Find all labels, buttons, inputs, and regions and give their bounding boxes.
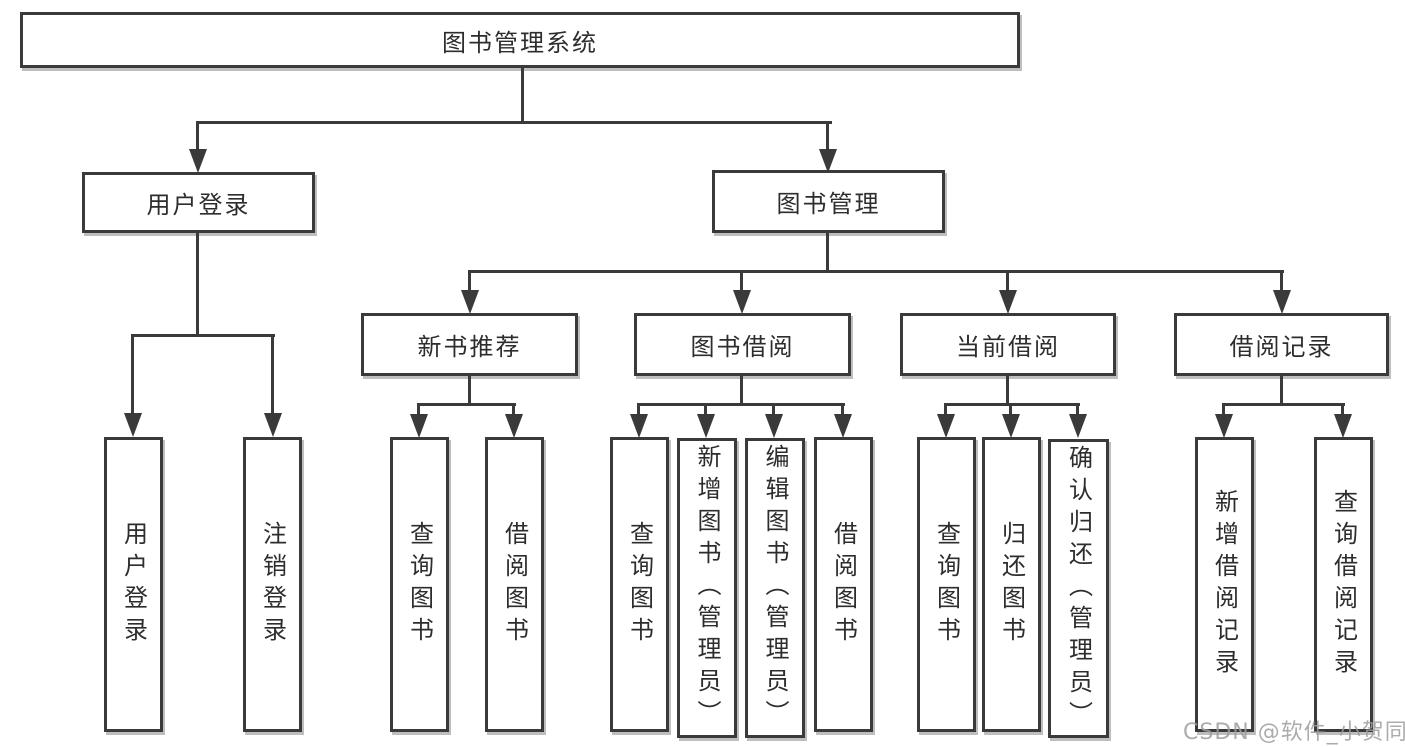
leaf-add-book-admin: 新增图书（管理员）: [677, 438, 737, 738]
connector-line: [740, 376, 743, 406]
node-book-borrow-label: 图书借阅: [690, 333, 795, 361]
node-borrow-records-label: 借阅记录: [1229, 333, 1334, 361]
leaf-return-books: 归还图书: [982, 437, 1041, 732]
leaf-current-query-books: 查询图书: [917, 437, 976, 732]
leaf-borrow-query-books-label: 查询图书: [625, 520, 654, 649]
arrow-down-icon: [1273, 290, 1291, 314]
connector-line: [512, 403, 515, 417]
leaf-recommend-query-books-label: 查询图书: [405, 520, 434, 649]
leaf-recommend-borrow-books-label: 借阅图书: [500, 520, 529, 649]
node-borrow-records: 借阅记录: [1174, 313, 1389, 376]
connector-line: [1280, 270, 1283, 292]
connector-line: [196, 233, 199, 337]
connector-line: [826, 121, 829, 151]
arrow-down-icon: [1069, 414, 1087, 438]
connector-line: [131, 334, 134, 415]
arrow-down-icon: [733, 290, 751, 314]
leaf-query-borrow-record: 查询借阅记录: [1314, 437, 1373, 732]
arrow-down-icon: [999, 290, 1017, 314]
connector-line: [196, 121, 832, 124]
arrow-down-icon: [765, 414, 783, 438]
arrow-down-icon: [124, 413, 142, 437]
connector-line: [468, 270, 471, 292]
connector-line: [740, 270, 743, 292]
arrow-down-icon: [630, 414, 648, 438]
node-book-management-label: 图书管理: [776, 190, 881, 218]
arrow-down-icon: [1215, 414, 1233, 438]
node-system-root-label: 图书管理系统: [442, 28, 598, 57]
node-system-root: 图书管理系统: [20, 12, 1020, 68]
arrow-down-icon: [819, 149, 837, 173]
leaf-return-books-label: 归还图书: [997, 520, 1026, 649]
connector-line: [637, 403, 640, 417]
leaf-user-login: 用户登录: [104, 437, 163, 732]
leaf-recommend-borrow-books: 借阅图书: [485, 437, 544, 732]
watermark-text: CSDN @软件_小贺同学: [1183, 720, 1405, 745]
leaf-add-borrow-record-label: 新增借阅记录: [1210, 488, 1239, 681]
arrow-down-icon: [189, 149, 207, 173]
connector-line: [468, 376, 471, 406]
leaf-recommend-query-books: 查询图书: [390, 437, 449, 732]
leaf-borrow-borrow-books: 借阅图书: [814, 437, 873, 732]
connector-line: [417, 403, 516, 406]
connector-line: [1341, 403, 1344, 417]
connector-line: [1280, 376, 1283, 406]
leaf-logout: 注销登录: [243, 437, 302, 732]
leaf-edit-book-admin: 编辑图书（管理员）: [745, 438, 805, 738]
node-book-borrow: 图书借阅: [634, 313, 851, 376]
connector-line: [468, 270, 1284, 273]
connector-line: [1006, 270, 1009, 292]
arrow-down-icon: [937, 414, 955, 438]
node-new-book-recommend-label: 新书推荐: [417, 333, 522, 361]
connector-line: [704, 403, 707, 417]
connector-line: [271, 334, 274, 415]
leaf-borrow-borrow-books-label: 借阅图书: [829, 520, 858, 649]
arrow-down-icon: [461, 290, 479, 314]
leaf-confirm-return-admin: 确认归还（管理员）: [1048, 439, 1109, 738]
node-book-management: 图书管理: [712, 170, 945, 233]
leaf-query-borrow-record-label: 查询借阅记录: [1329, 488, 1358, 681]
leaf-borrow-query-books: 查询图书: [610, 437, 669, 732]
leaf-user-login-label: 用户登录: [119, 520, 148, 649]
connector-line: [131, 334, 275, 337]
connector-line: [1076, 403, 1079, 417]
connector-line: [1006, 376, 1009, 406]
node-user-login-label: 用户登录: [146, 191, 251, 219]
connector-line: [1009, 403, 1012, 417]
leaf-confirm-return-admin-label: 确认归还（管理员）: [1064, 444, 1093, 733]
connector-line: [1222, 403, 1225, 417]
connector-line: [826, 233, 829, 273]
connector-line: [417, 403, 420, 417]
connector-line: [841, 403, 844, 417]
node-current-borrow: 当前借阅: [900, 313, 1116, 376]
arrow-down-icon: [1334, 414, 1352, 438]
leaf-logout-label: 注销登录: [258, 520, 287, 649]
arrow-down-icon: [1002, 414, 1020, 438]
arrow-down-icon: [410, 414, 428, 438]
connector-line: [521, 66, 524, 123]
node-user-login: 用户登录: [82, 172, 315, 233]
leaf-current-query-books-label: 查询图书: [932, 520, 961, 649]
node-new-book-recommend: 新书推荐: [361, 313, 578, 376]
connector-line: [637, 403, 845, 406]
arrow-down-icon: [264, 413, 282, 437]
node-current-borrow-label: 当前借阅: [956, 333, 1060, 361]
leaf-add-book-admin-label: 新增图书（管理员）: [693, 444, 721, 732]
connector-line: [1222, 403, 1345, 406]
leaf-add-borrow-record: 新增借阅记录: [1195, 437, 1254, 732]
leaf-edit-book-admin-label: 编辑图书（管理员）: [761, 444, 789, 732]
connector-line: [196, 121, 199, 151]
connector-line: [944, 403, 947, 417]
connector-line: [772, 403, 775, 417]
arrow-down-icon: [505, 414, 523, 438]
connector-line: [944, 403, 1080, 406]
arrow-down-icon: [834, 414, 852, 438]
arrow-down-icon: [697, 414, 715, 438]
